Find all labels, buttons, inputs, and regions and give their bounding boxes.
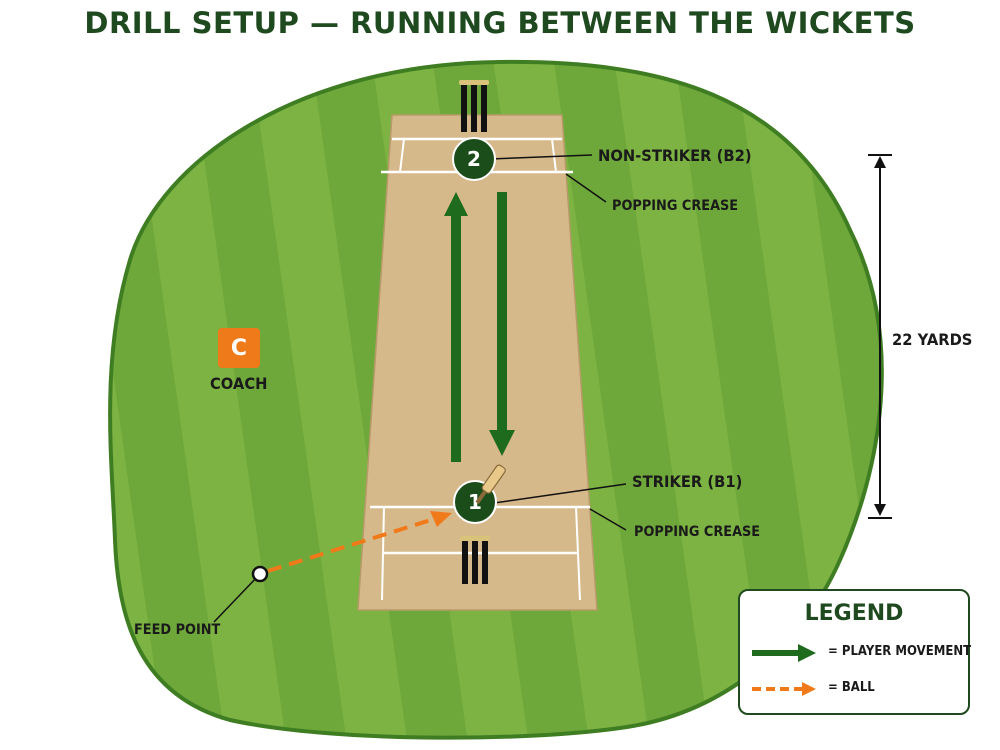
- legend-label-player-movement: = PLAYER MOVEMENT: [828, 644, 972, 659]
- page-title: DRILL SETUP — RUNNING BETWEEN THE WICKET…: [84, 6, 916, 40]
- player-movement-arrows: [444, 192, 515, 462]
- coach-badge: C: [218, 328, 260, 368]
- feed-point-marker: [251, 565, 269, 583]
- legend-label-ball: = BALL: [828, 680, 875, 695]
- striker-marker: 1: [453, 464, 506, 524]
- non-striker-marker: 2: [452, 137, 496, 181]
- legend-item-ball: = BALL: [750, 675, 965, 703]
- striker-label: STRIKER (B1): [632, 472, 743, 491]
- legend-item-player-movement: = PLAYER MOVEMENT: [750, 639, 971, 667]
- solid-arrow-icon: [752, 644, 816, 662]
- non-striker-label: NON-STRIKER (B2): [598, 146, 752, 165]
- non-striker-number: 2: [467, 147, 481, 171]
- legend-title: LEGEND: [804, 601, 904, 626]
- ball-arrowhead: [430, 511, 452, 527]
- legend: LEGEND = PLAYER MOVEMENT = BALL: [738, 589, 971, 715]
- ball-path: [251, 511, 452, 583]
- leader-lines: [213, 154, 627, 623]
- bottom-stumps-icon: [460, 536, 490, 584]
- top-popping-crease-label: POPPING CREASE: [612, 198, 739, 214]
- striker-number: 1: [468, 490, 482, 514]
- top-stumps-icon: [459, 80, 489, 132]
- coach-label: COACH: [210, 374, 268, 393]
- distance-measure: [868, 154, 892, 519]
- dashed-arrow-icon: [752, 682, 816, 696]
- bottom-popping-crease-label: POPPING CREASE: [634, 524, 761, 540]
- movement-arrowhead-up: [444, 192, 468, 216]
- pitch: [357, 114, 598, 611]
- movement-arrowhead-down: [489, 430, 515, 456]
- bat-icon: [475, 464, 506, 504]
- distance-label: 22 YARDS: [892, 330, 973, 349]
- feed-point-label: FEED POINT: [134, 622, 221, 638]
